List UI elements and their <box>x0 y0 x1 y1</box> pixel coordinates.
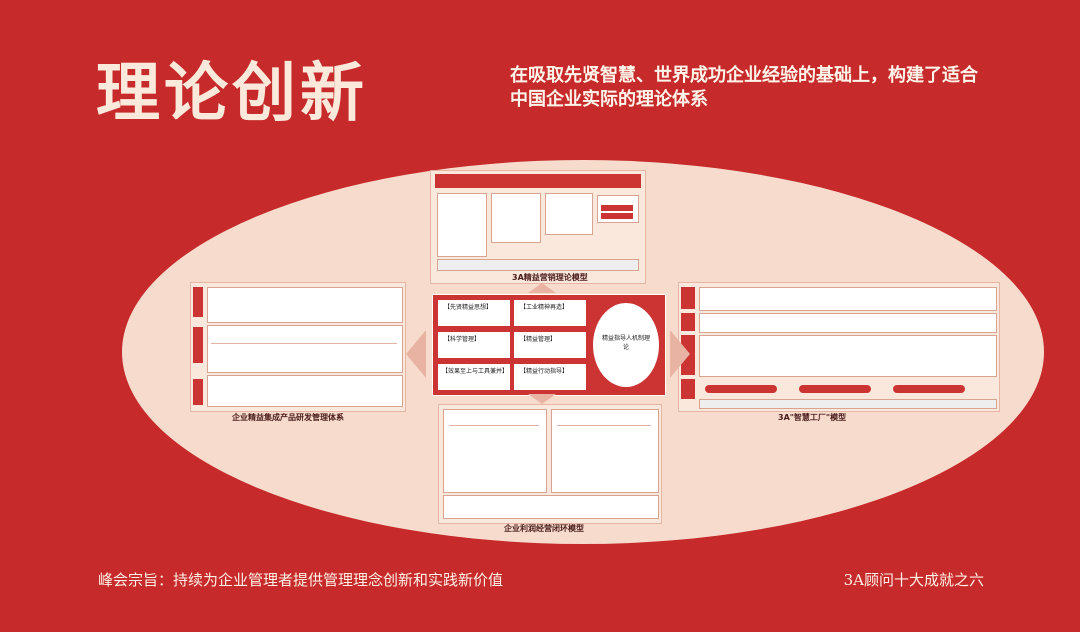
product-dev-caption: 企业精益集成产品研发管理体系 <box>232 413 344 422</box>
core-circle: 精益指导人机制理论 <box>593 303 659 387</box>
center-core-panel: 【先贤精益思想】 【工业精神再造】 【科学管理】 【精益管理】 【效果至上与工具… <box>432 294 666 396</box>
marketing-model-caption: 3A精益营销理论模型 <box>512 273 588 282</box>
arrow-down-icon <box>528 394 556 404</box>
core-circle-label: 精益指导人机制理论 <box>601 335 650 351</box>
core-item-2b: 【精益管理】 <box>520 336 557 343</box>
summit-purpose-text: 峰会宗旨：持续为企业管理者提供管理理念创新和实践新价值 <box>98 571 504 589</box>
marketing-model-panel <box>430 170 646 284</box>
profit-loop-caption: 企业利润经营闭环模型 <box>504 524 584 533</box>
page-subtitle: 在吸取先贤智慧、世界成功企业经验的基础上，构建了适合中国企业实际的理论体系 <box>510 65 978 110</box>
smart-factory-caption: 3A"智慧工厂"模型 <box>778 413 847 422</box>
smart-factory-panel <box>678 282 1000 412</box>
achievement-label: 3A顾问十大成就之六 <box>843 571 984 589</box>
core-item-1b: 【工业精神再造】 <box>520 304 569 311</box>
arrow-left-icon <box>406 330 426 378</box>
core-item-2a: 【科学管理】 <box>444 336 481 343</box>
arrow-right-icon <box>670 330 690 378</box>
core-item-3a: 【效果至上与工具兼并】 <box>442 368 509 375</box>
core-item-1a: 【先贤精益思想】 <box>444 304 493 311</box>
model-header-bar <box>435 174 641 188</box>
page-title: 理论创新 <box>96 57 368 131</box>
core-item-3b: 【精益行动指导】 <box>520 368 569 375</box>
product-dev-panel <box>190 282 406 412</box>
profit-loop-panel <box>438 404 662 524</box>
arrow-up-icon <box>528 283 556 293</box>
